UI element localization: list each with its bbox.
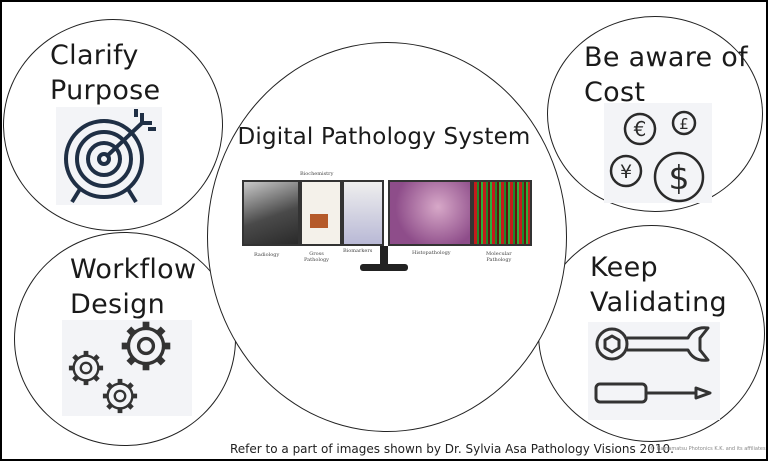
yen-symbol: ¥ bbox=[620, 161, 632, 183]
monitor-radiology bbox=[242, 180, 300, 246]
currency-icon: € £ ¥ $ bbox=[604, 103, 712, 203]
monitor-histopathology bbox=[388, 180, 472, 246]
target-icon bbox=[56, 107, 162, 205]
monitor-biomarkers bbox=[342, 180, 384, 246]
image-credit-caption: Refer to a part of images shown by Dr. S… bbox=[230, 442, 674, 456]
euro-symbol: € bbox=[634, 117, 647, 141]
screen-label-molecular: Molecular Pathology bbox=[486, 251, 512, 263]
monitor-gross bbox=[300, 180, 342, 246]
copyright-notice: © Hamamatsu Photonics K.K. and its affil… bbox=[650, 446, 766, 452]
digital-pathology-title: Digital Pathology System bbox=[237, 124, 531, 150]
keep-validating-label: Keep Validating bbox=[590, 252, 727, 318]
dollar-symbol: $ bbox=[669, 158, 690, 197]
monitor-base bbox=[360, 264, 408, 271]
monitor-stand bbox=[380, 246, 388, 266]
cost-label: Be aware of Cost bbox=[584, 42, 748, 108]
pound-symbol: £ bbox=[679, 115, 689, 133]
clarify-purpose-label: Clarify Purpose bbox=[50, 40, 161, 106]
screen-label-gross: Gross Pathology bbox=[304, 251, 329, 263]
screen-label-biochemistry: Biochemistry bbox=[300, 171, 334, 177]
screen-label-radiology: Radiology bbox=[254, 252, 280, 258]
gears-icon bbox=[62, 320, 192, 416]
workflow-design-label: Workflow Design bbox=[70, 254, 197, 320]
screen-label-biomarkers: Biomarkers bbox=[343, 248, 373, 254]
monitor-molecular bbox=[472, 180, 532, 246]
tools-icon bbox=[588, 322, 720, 420]
screen-label-histopathology: Histopathology bbox=[412, 250, 451, 256]
